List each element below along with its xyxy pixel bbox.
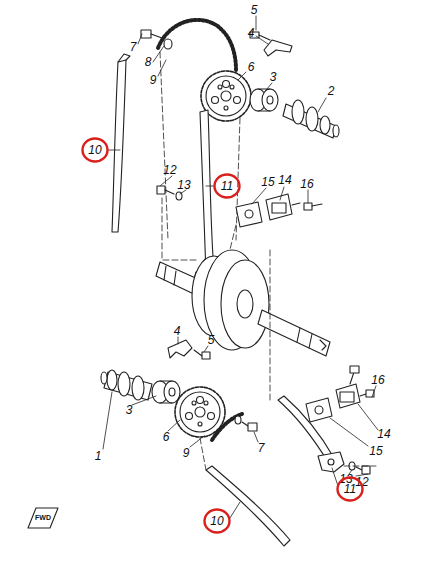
leader-lines [103,16,378,518]
chain-tensioner [266,194,300,220]
callout-number: 9 [182,447,191,460]
bolt [235,416,257,431]
bolt [360,390,374,397]
callout-number: 2 [327,85,336,98]
callout-number: 11 [221,180,233,193]
callout-number: 7 [257,442,266,455]
callout-number: 1 [94,450,103,463]
camshaft [101,370,152,400]
callout-number: 6 [162,431,171,444]
callout-number: 3 [269,71,278,84]
callout-number: 15 [260,176,275,189]
bolt [304,203,322,210]
callout-number: 8 [144,56,153,69]
callout-number: 15 [368,445,383,458]
callout-number: 3 [125,404,134,417]
tensioner-guide [278,396,334,462]
callout-number: 12 [162,164,177,177]
circled-callout: 11 [336,476,364,502]
gasket [306,398,332,422]
fwd-icon [28,508,58,528]
circled-callout: 10 [81,137,109,163]
chain-tensioner [336,366,360,408]
chain-guide [112,60,126,232]
spacer [152,381,180,403]
lock-plate [168,340,192,358]
callout-number: 9 [149,74,158,87]
callout-number: 10 [88,144,101,157]
callout-number: 4 [247,27,256,40]
callout-number: 5 [207,334,216,347]
cam-chain [158,20,236,70]
icon-text: FWD [34,514,52,522]
circled-callout: 10 [203,508,231,534]
circled-callout: 11 [213,173,241,199]
chain-guide [206,466,290,546]
callout-number: 10 [210,515,223,528]
callout-number: 11 [344,483,356,496]
callout-number: 14 [277,174,292,187]
callout-number: 13 [176,179,191,192]
gasket [236,202,262,227]
callout-number: 4 [173,325,182,338]
callout-number: 5 [250,4,259,17]
callout-number: 7 [129,41,138,54]
lock-plate [264,40,292,56]
cam-chain [212,414,242,440]
bolt [194,350,210,359]
spacer [250,89,278,111]
callout-number: 16 [370,374,385,387]
tensioner-guide [200,110,214,274]
callout-number: 6 [247,61,256,74]
callout-number: 14 [376,428,391,441]
crankshaft [156,250,330,356]
callout-number: 16 [299,178,314,191]
camshaft [283,100,339,138]
